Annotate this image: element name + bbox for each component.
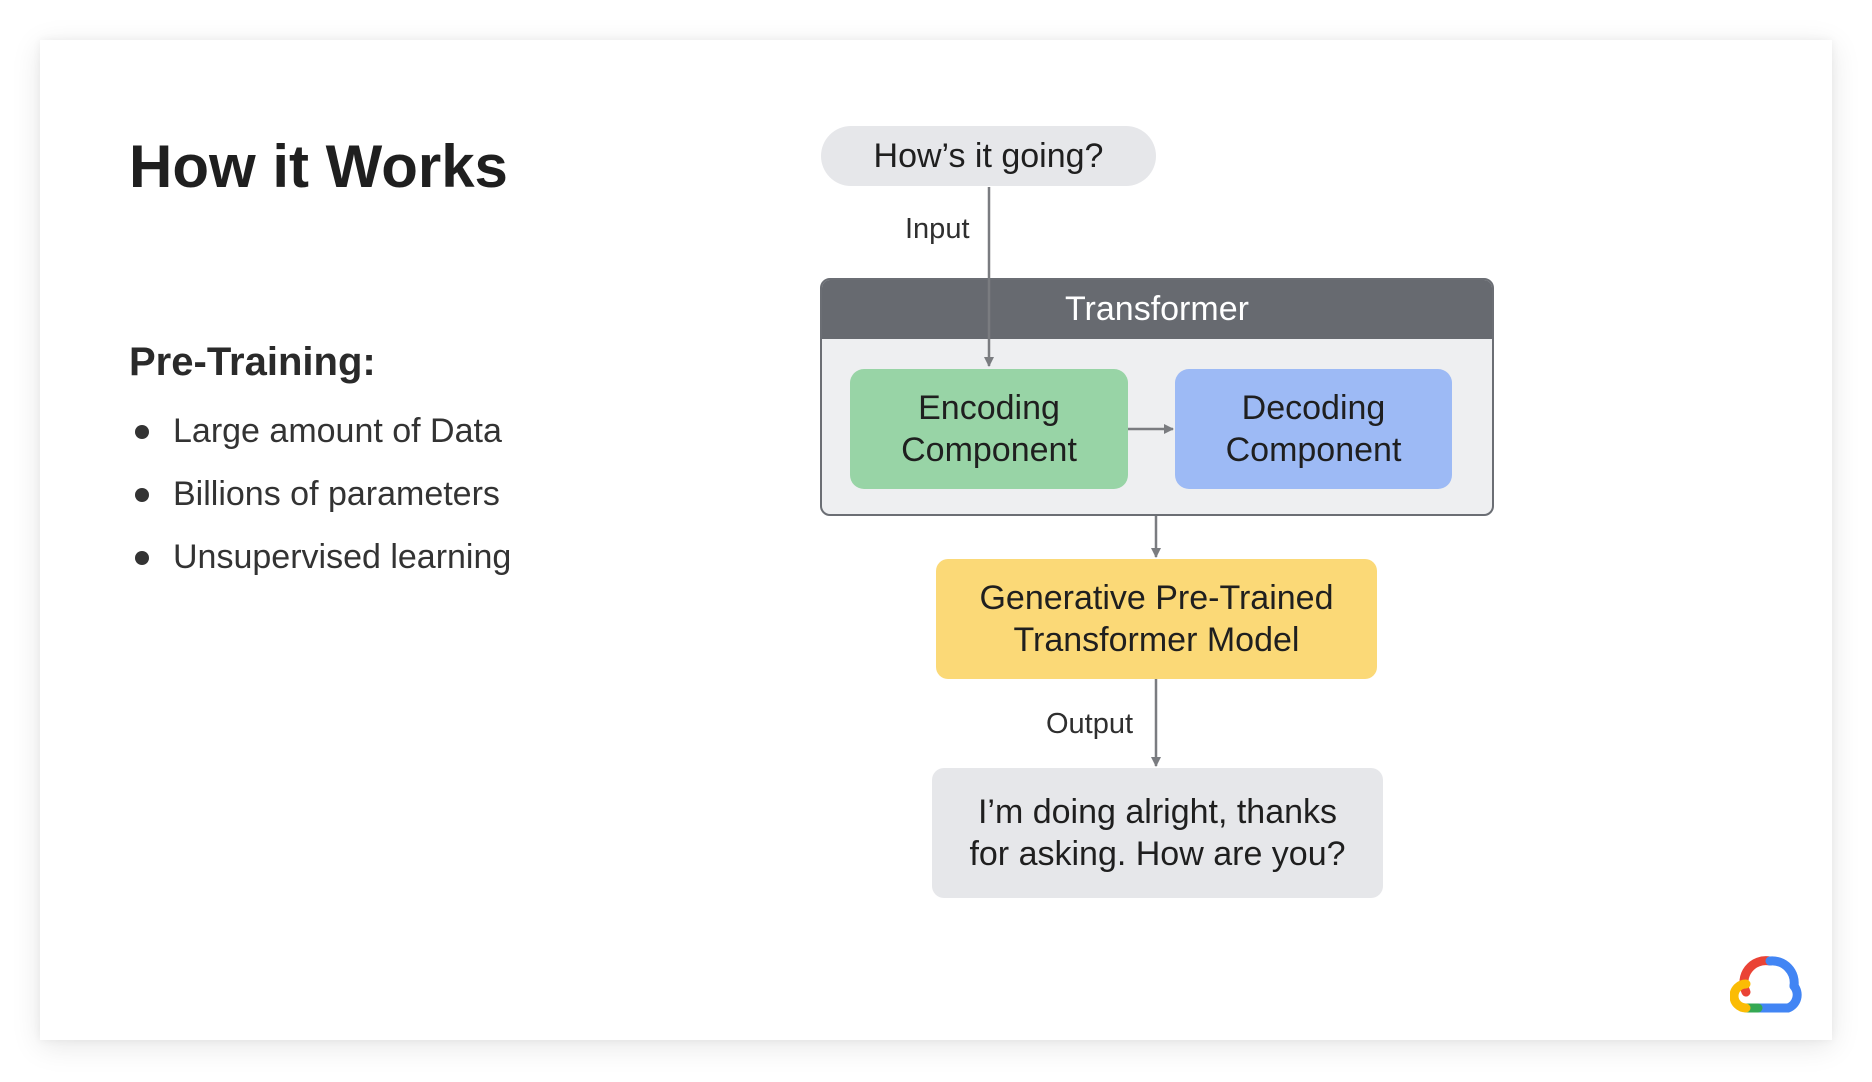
gpt-model-node: Generative Pre-Trained Transformer Model <box>936 559 1377 679</box>
input-prompt-text: How’s it going? <box>873 136 1104 175</box>
section-heading: Pre-Training: <box>129 340 376 384</box>
transformer-header: Transformer <box>822 280 1492 339</box>
gpt-model-text: Generative Pre-Trained Transformer Model <box>979 577 1333 662</box>
model-line-1: Generative Pre-Trained <box>979 578 1334 617</box>
output-edge-label: Output <box>1046 708 1134 740</box>
bullet-dot-icon <box>135 425 149 439</box>
bullet-dot-icon <box>135 551 149 565</box>
output-response-text: I’m doing alright, thanks for asking. Ho… <box>969 791 1345 876</box>
transformer-label: Transformer <box>1065 290 1249 328</box>
bullet-item: Unsupervised learning <box>129 526 511 589</box>
slide: How it Works Pre-Training: Large amount … <box>40 40 1832 1040</box>
bullet-dot-icon <box>135 488 149 502</box>
decoding-component-text: Decoding Component <box>1226 387 1402 472</box>
bullet-item: Billions of parameters <box>129 463 511 526</box>
input-prompt-node: How’s it going? <box>821 126 1156 186</box>
encoding-line-2: Component <box>901 431 1077 469</box>
output-line-2: for asking. How are you? <box>969 835 1346 873</box>
google-cloud-logo-icon <box>1730 956 1802 1013</box>
slide-title: How it Works <box>129 133 508 200</box>
decoding-line-2: Component <box>1225 431 1402 469</box>
input-edge-label: Input <box>905 213 970 245</box>
bullet-text: Billions of parameters <box>173 475 500 513</box>
bullet-list: Large amount of Data Billions of paramet… <box>129 400 511 589</box>
output-response-node: I’m doing alright, thanks for asking. Ho… <box>932 768 1383 898</box>
encoding-line-1: Encoding <box>918 388 1060 427</box>
bullet-item: Large amount of Data <box>129 400 511 463</box>
model-line-2: Transformer Model <box>1013 621 1300 659</box>
encoding-component-node: Encoding Component <box>850 369 1128 489</box>
bullet-text: Large amount of Data <box>173 412 502 450</box>
decoding-component-node: Decoding Component <box>1175 369 1452 489</box>
encoding-component-text: Encoding Component <box>901 387 1077 472</box>
output-line-1: I’m doing alright, thanks <box>977 792 1338 831</box>
bullet-text: Unsupervised learning <box>173 538 512 576</box>
decoding-line-1: Decoding <box>1241 388 1386 427</box>
